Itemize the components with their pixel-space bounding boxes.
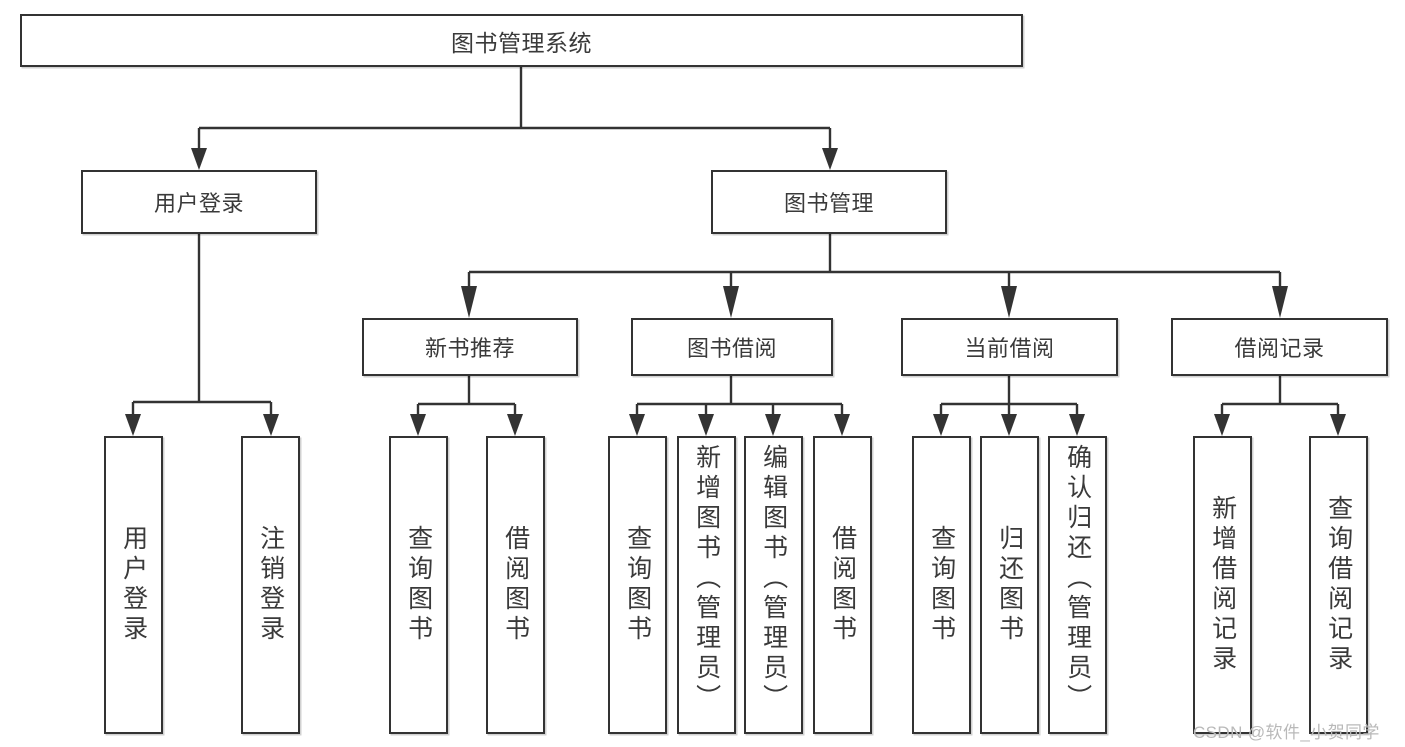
arrow-leaf-logout	[263, 414, 279, 436]
arrow-nbr-leaf1	[410, 414, 426, 436]
leaf-bb-query-book[interactable]: 查询图书	[608, 436, 667, 734]
node-book-management[interactable]: 图书管理	[711, 170, 947, 234]
leaf-bb-add-book[interactable]: 新增图书（管理员）	[677, 436, 736, 734]
leaf-bb-add-book-label: 新增图书（管理员）	[692, 444, 721, 714]
node-current-borrow-label: 当前借阅	[964, 336, 1055, 361]
node-book-borrow[interactable]: 图书借阅	[631, 318, 833, 376]
arrow-current-borrow	[1001, 286, 1017, 318]
leaf-cb-query-book-label: 查询图书	[927, 525, 956, 645]
arrow-nbr-leaf2	[507, 414, 523, 436]
leaf-bb-edit-book[interactable]: 编辑图书（管理员）	[744, 436, 803, 734]
node-user-login[interactable]: 用户登录	[81, 170, 317, 234]
node-root[interactable]: 图书管理系统	[20, 14, 1023, 67]
arrow-bb-leaf4	[834, 414, 850, 436]
leaf-user-login-label: 用户登录	[119, 525, 148, 645]
leaf-logout-label: 注销登录	[256, 525, 285, 645]
leaf-nbr-borrow-book[interactable]: 借阅图书	[486, 436, 545, 734]
leaf-bb-borrow-book[interactable]: 借阅图书	[813, 436, 872, 734]
leaf-cb-confirm-return-label: 确认归还（管理员）	[1063, 444, 1092, 714]
arrow-new-book-recommend	[461, 286, 477, 318]
leaf-bb-query-book-label: 查询图书	[623, 525, 652, 645]
node-book-management-label: 图书管理	[783, 191, 874, 216]
node-new-book-recommend-label: 新书推荐	[424, 336, 515, 361]
arrow-borrow-record	[1272, 286, 1288, 318]
leaf-nbr-query-book[interactable]: 查询图书	[389, 436, 448, 734]
arrow-bb-leaf3	[765, 414, 781, 436]
node-root-label: 图书管理系统	[451, 29, 592, 56]
arrow-cb-leaf3	[1069, 414, 1085, 436]
leaf-cb-return-book[interactable]: 归还图书	[980, 436, 1039, 734]
leaf-br-query-record-label: 查询借阅记录	[1324, 495, 1353, 675]
arrow-bb-leaf2	[698, 414, 714, 436]
arrow-cb-leaf2	[1001, 414, 1017, 436]
node-user-login-label: 用户登录	[153, 191, 244, 216]
node-current-borrow[interactable]: 当前借阅	[901, 318, 1118, 376]
leaf-logout[interactable]: 注销登录	[241, 436, 300, 734]
arrow-user-login	[191, 148, 207, 170]
leaf-cb-confirm-return[interactable]: 确认归还（管理员）	[1048, 436, 1107, 734]
leaf-nbr-query-book-label: 查询图书	[404, 525, 433, 645]
arrow-bb-leaf1	[629, 414, 645, 436]
leaf-br-add-record-label: 新增借阅记录	[1208, 495, 1237, 675]
node-borrow-record-label: 借阅记录	[1234, 336, 1325, 361]
leaf-br-query-record[interactable]: 查询借阅记录	[1309, 436, 1368, 734]
arrow-book-mgmt	[822, 148, 838, 170]
node-new-book-recommend[interactable]: 新书推荐	[362, 318, 578, 376]
leaf-cb-query-book[interactable]: 查询图书	[912, 436, 971, 734]
arrow-leaf-user-login	[125, 414, 141, 436]
leaf-br-add-record[interactable]: 新增借阅记录	[1193, 436, 1252, 734]
arrow-br-leaf1	[1214, 414, 1230, 436]
leaf-user-login[interactable]: 用户登录	[104, 436, 163, 734]
arrow-cb-leaf1	[933, 414, 949, 436]
leaf-bb-borrow-book-label: 借阅图书	[828, 525, 857, 645]
arrow-book-borrow	[723, 286, 739, 318]
node-book-borrow-label: 图书借阅	[686, 336, 777, 361]
leaf-nbr-borrow-book-label: 借阅图书	[501, 525, 530, 645]
leaf-bb-edit-book-label: 编辑图书（管理员）	[759, 444, 788, 714]
node-borrow-record[interactable]: 借阅记录	[1171, 318, 1388, 376]
arrow-br-leaf2	[1330, 414, 1346, 436]
leaf-cb-return-book-label: 归还图书	[995, 525, 1024, 645]
csdn-watermark: CSDN @软件_小贺同学	[1193, 723, 1380, 742]
